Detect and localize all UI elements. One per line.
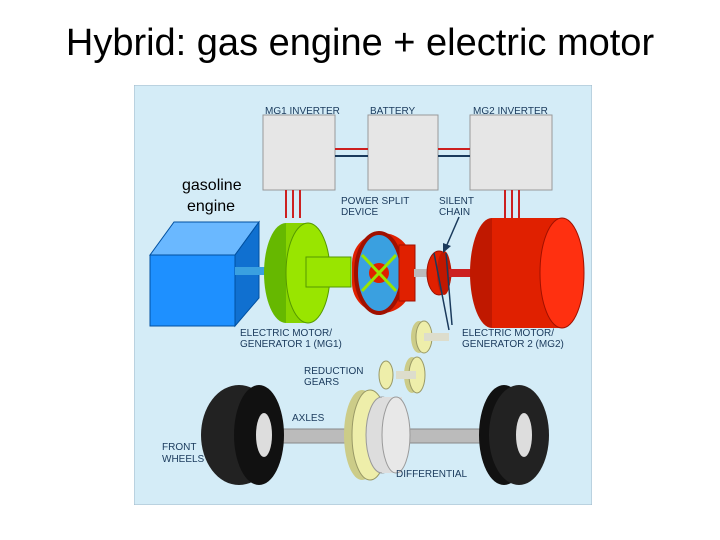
label-gasoline-engine-2: engine bbox=[187, 198, 235, 215]
label-reduction-2: GEARS bbox=[304, 377, 339, 388]
battery-box bbox=[367, 114, 439, 191]
label-battery: BATTERY bbox=[370, 106, 416, 117]
label-front-wheels-1: FRONT bbox=[162, 442, 196, 453]
engine-shaft bbox=[235, 267, 275, 275]
hybrid-drivetrain-diagram: MG1 INVERTER BATTERY MG2 INVERTER gasoli… bbox=[134, 85, 592, 505]
label-gasoline-engine-1: gasoline bbox=[182, 177, 242, 194]
label-mg1-1: ELECTRIC MOTOR/ bbox=[240, 328, 332, 339]
slide-title: Hybrid: gas engine + electric motor bbox=[65, 22, 655, 64]
mg2-inverter-box bbox=[469, 114, 553, 191]
label-mg2-2: GENERATOR 2 (MG2) bbox=[462, 339, 564, 350]
reduction-gears bbox=[378, 320, 449, 394]
label-reduction-1: REDUCTION bbox=[304, 366, 363, 377]
label-power-split-1: POWER SPLIT bbox=[341, 196, 409, 207]
silent-chain-sprocket bbox=[414, 250, 453, 331]
label-differential: DIFFERENTIAL bbox=[396, 469, 468, 480]
front-wheel-right bbox=[479, 385, 549, 485]
mg1-motor bbox=[264, 222, 352, 324]
gasoline-engine bbox=[149, 220, 260, 328]
mg2-wires bbox=[504, 190, 520, 218]
mg1-inverter-box bbox=[262, 114, 336, 191]
inverter-battery-wires bbox=[335, 148, 470, 157]
silent-chain-arrowhead bbox=[443, 243, 451, 253]
label-axles: AXLES bbox=[292, 413, 325, 424]
front-wheel-left bbox=[201, 385, 284, 485]
silent-chain-arrow bbox=[445, 216, 460, 248]
label-silent-chain-2: CHAIN bbox=[439, 207, 470, 218]
mg1-wires bbox=[285, 190, 301, 218]
label-mg1-inverter: MG1 INVERTER bbox=[265, 106, 340, 117]
label-front-wheels-2: WHEELS bbox=[162, 454, 205, 465]
mg2-motor bbox=[449, 217, 585, 329]
label-silent-chain-1: SILENT bbox=[439, 196, 474, 207]
label-mg2-inverter: MG2 INVERTER bbox=[473, 106, 548, 117]
label-mg2-1: ELECTRIC MOTOR/ bbox=[462, 328, 554, 339]
power-split-device bbox=[352, 231, 416, 315]
label-power-split-2: DEVICE bbox=[341, 207, 379, 218]
label-mg1-2: GENERATOR 1 (MG1) bbox=[240, 339, 342, 350]
differential bbox=[344, 389, 411, 481]
